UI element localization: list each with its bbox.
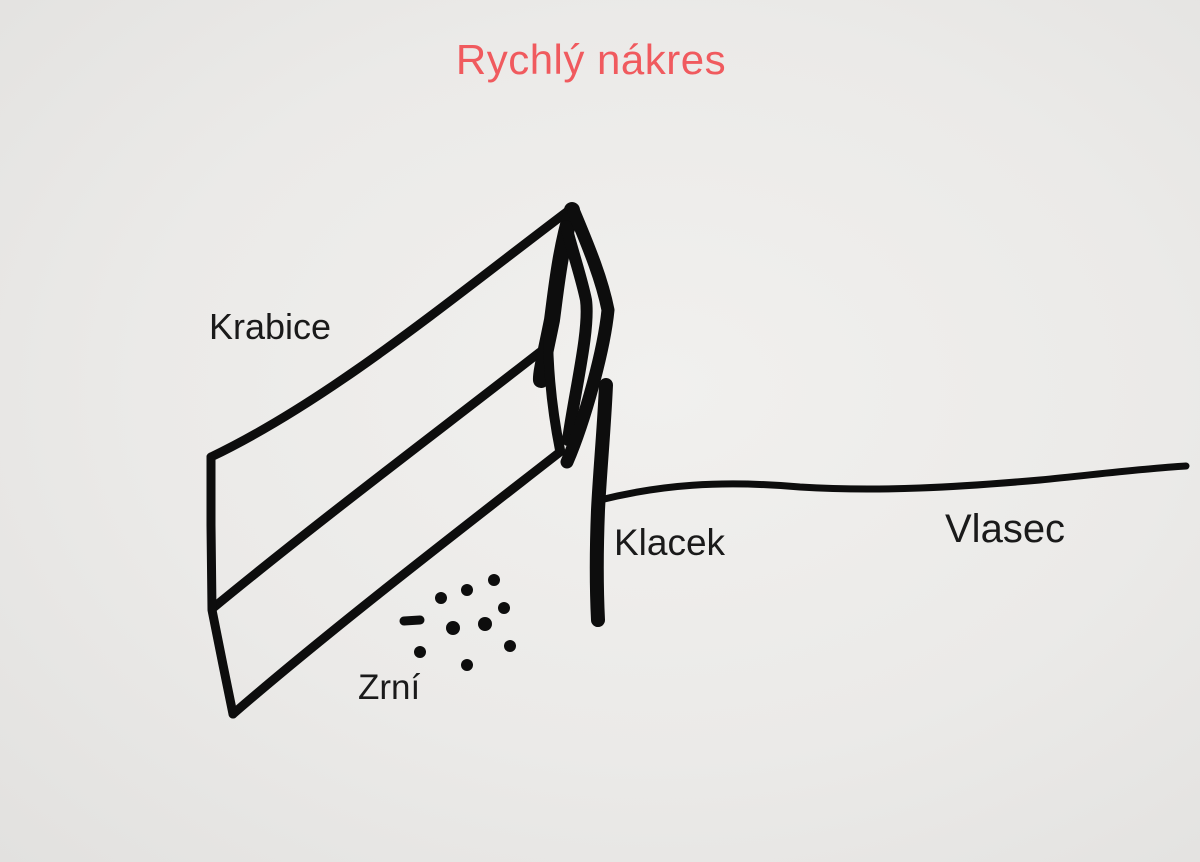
box-front-lid-inner	[560, 220, 593, 446]
grain-dot	[488, 574, 500, 586]
stick-stroke	[589, 378, 613, 627]
label-line: Vlasec	[945, 507, 1066, 551]
grain-dot	[414, 646, 426, 658]
grain-dot	[446, 621, 460, 635]
label-box: Krabice	[209, 306, 332, 347]
grain-dot	[478, 617, 492, 631]
grain-dot	[461, 584, 473, 596]
grain-dot	[435, 592, 447, 604]
sketch-title: Rychlý nákres	[455, 36, 727, 83]
grain-dot	[461, 659, 473, 671]
grain-dot	[504, 640, 516, 652]
label-stick: Klacek	[614, 522, 726, 563]
grain-drawing	[399, 574, 516, 671]
box-front-lid-outer	[560, 205, 615, 469]
box-top-edge	[206, 203, 577, 462]
box-left-edge	[206, 452, 238, 719]
box-drawing	[206, 202, 615, 719]
stick-drawing	[589, 378, 613, 627]
line-stroke	[596, 462, 1190, 504]
line-drawing	[596, 462, 1190, 504]
label-grain: Zrní	[358, 668, 421, 707]
box-front-lid-lower	[543, 325, 565, 455]
box-middle-edge	[208, 347, 545, 613]
box-bottom-edge	[228, 447, 565, 719]
grain-dash	[399, 615, 425, 626]
grain-dot	[498, 602, 510, 614]
